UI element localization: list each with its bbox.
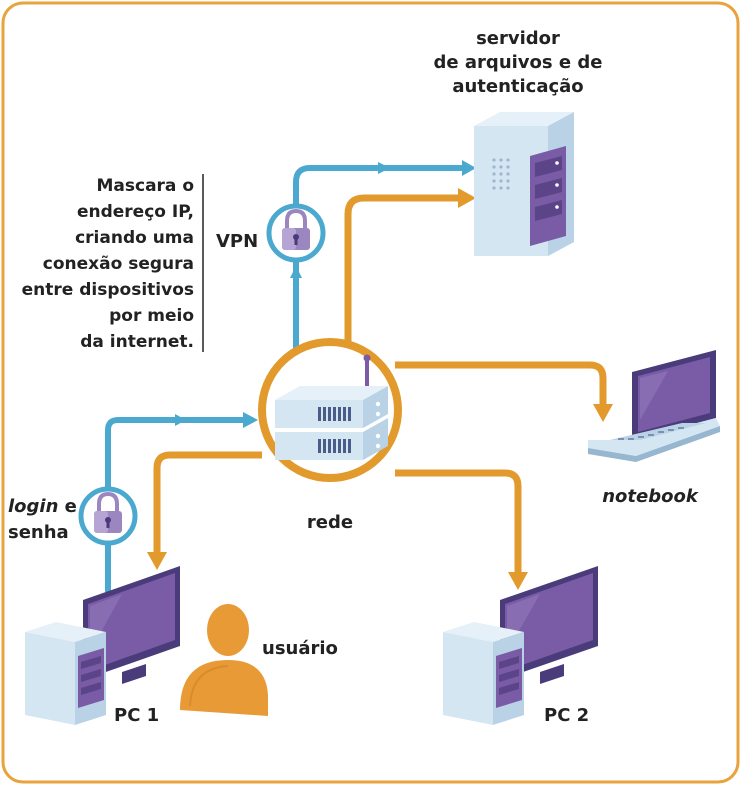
blue-arrow-head [462, 160, 476, 176]
orange-arrow-head [458, 188, 476, 208]
server-label: servidor de arquivos e de autenticação [434, 28, 603, 97]
orange-link-hub-to-pc2 [395, 469, 522, 576]
user-label: usuário [262, 638, 338, 659]
server-label-line-2: de arquivos e de [434, 52, 603, 73]
blue-mid-arrow [175, 414, 186, 426]
vpn-description-line-3: criando uma [75, 228, 194, 248]
router-icon [275, 386, 388, 460]
login-label: login e senha [8, 496, 77, 543]
blue-mid-arrow [290, 266, 302, 278]
pc1-icon [25, 566, 180, 725]
server-label-line-1: servidor [476, 28, 560, 49]
pc2-label: PC 2 [544, 705, 589, 726]
vpn-description-line-5: entre dispositivos [22, 280, 194, 300]
login-padlock-icon [78, 486, 138, 546]
blue-arrow-head [243, 412, 258, 428]
orange-link-hub-to-pc1 [153, 451, 262, 556]
pc1-label: PC 1 [114, 705, 159, 726]
vpn-label: VPN [216, 231, 258, 252]
login-label-line-1: login e [8, 496, 77, 517]
blue-link-hub-to-server [293, 165, 468, 348]
vpn-description-line-7: da internet. [80, 332, 194, 352]
pc2-icon [443, 566, 598, 725]
network-hub [258, 338, 402, 482]
vpn-description-line-6: por meio [109, 306, 194, 326]
vpn-description-line-1: Mascara o [96, 176, 194, 196]
blue-mid-arrow [378, 162, 390, 174]
server-label-line-3: autenticação [452, 76, 583, 97]
notebook-icon [588, 350, 720, 462]
vpn-description: Mascara o endereço IP, criando uma conex… [22, 174, 204, 352]
server-icon [474, 112, 574, 256]
orange-arrow-head [508, 572, 528, 590]
login-label-conjunction: e [58, 496, 76, 517]
orange-link-hub-to-server [344, 194, 462, 342]
orange-arrow-head [593, 404, 613, 422]
connections [105, 160, 613, 592]
hub-label: rede [307, 512, 353, 533]
orange-arrow-head [147, 552, 167, 570]
notebook-label: notebook [602, 486, 699, 507]
user-person-icon [180, 604, 268, 716]
orange-link-hub-to-notebook [395, 361, 607, 408]
login-label-italic-word: login [8, 496, 58, 517]
login-label-line-2: senha [8, 522, 69, 543]
vpn-description-line-4: conexão segura [43, 254, 194, 274]
vpn-padlock-icon [266, 203, 326, 263]
blue-link-pc1-to-hub [105, 417, 253, 592]
vpn-description-line-2: endereço IP, [77, 202, 194, 222]
